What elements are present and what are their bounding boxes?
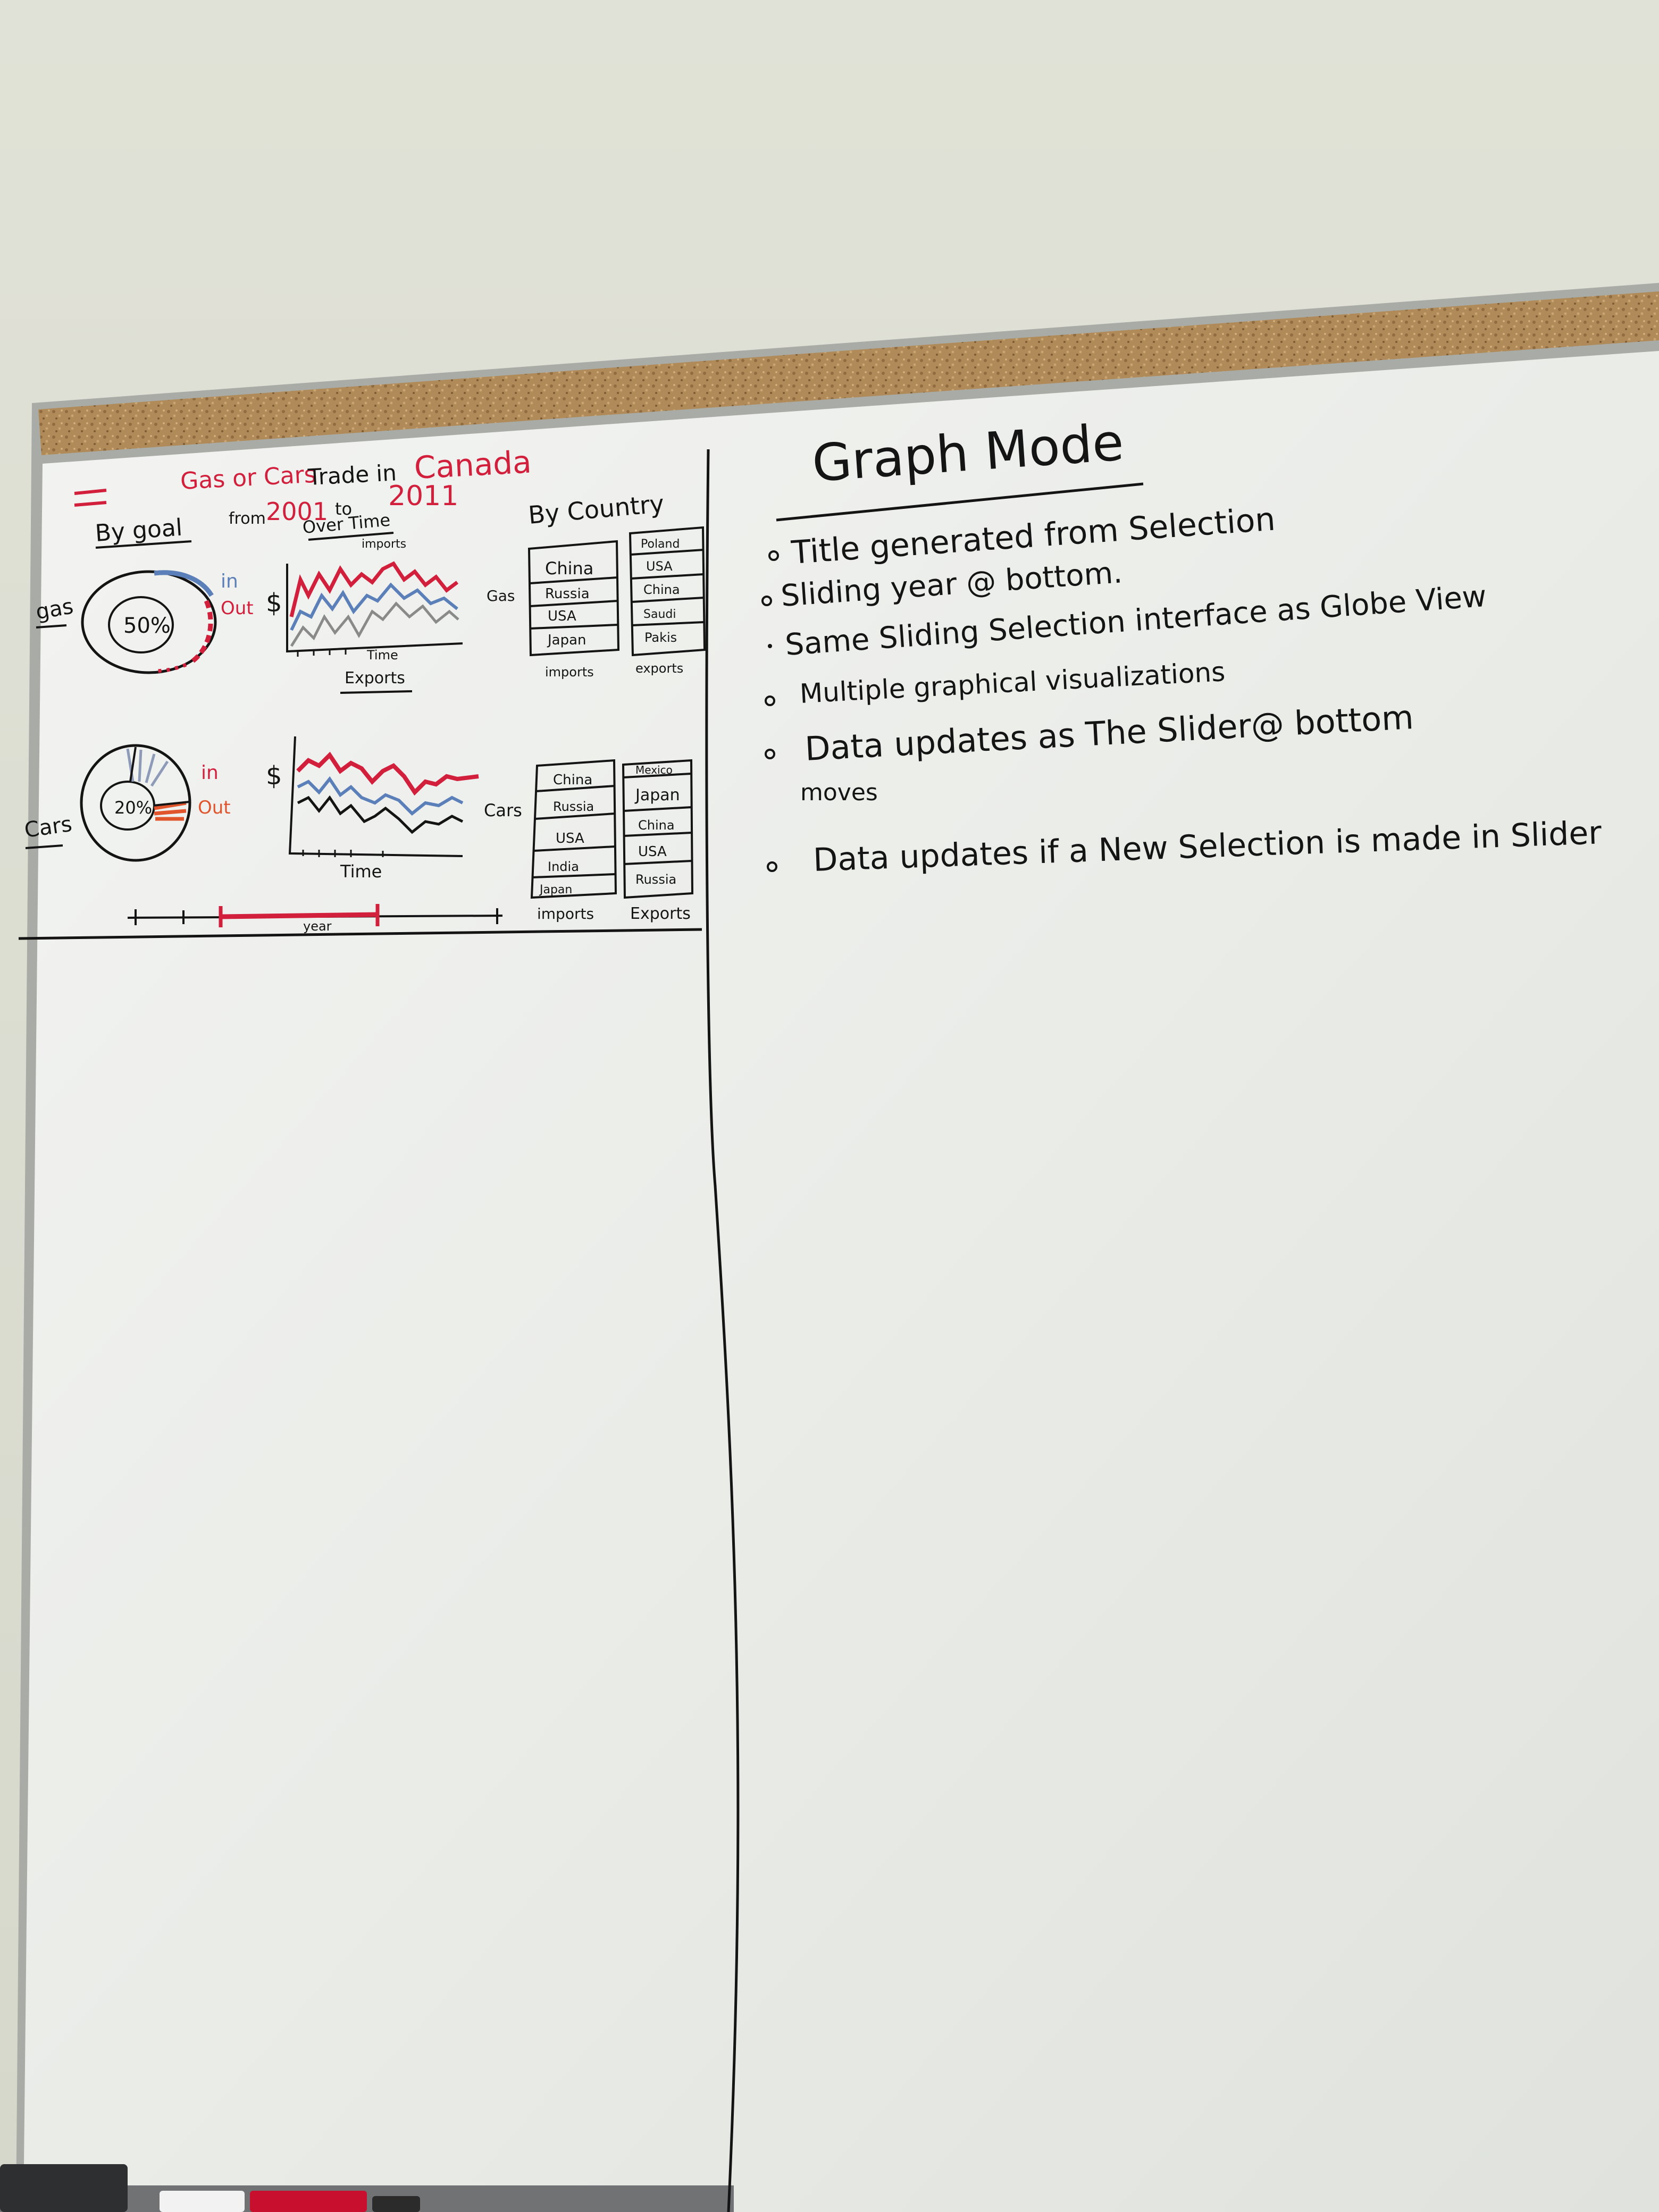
gas-legend-in: in <box>221 571 238 592</box>
note-item-continuation: moves <box>800 779 878 806</box>
gas-time-series-chart <box>286 561 463 657</box>
gas-imports-list <box>527 540 620 657</box>
gas-donut-chart <box>81 570 217 674</box>
range-from-label: from <box>229 509 266 528</box>
cork-strip <box>38 291 1659 455</box>
exports-caption: Exports <box>345 669 405 688</box>
eraser <box>0 2164 128 2212</box>
cars-donut-value: 20% <box>114 798 152 818</box>
gas-export-country: USA <box>646 559 673 574</box>
markers <box>160 2191 420 2212</box>
cars-time-axis-label: Time <box>340 861 382 882</box>
gas-export-country: Poland <box>641 538 680 551</box>
cars-imports-list <box>530 759 617 899</box>
gas-import-country: Russia <box>545 586 590 602</box>
gas-import-country: Japan <box>547 632 586 648</box>
cars-import-country: India <box>548 859 579 874</box>
cars-import-country: USA <box>556 831 584 847</box>
gas-side-label: Gas <box>487 587 515 605</box>
cars-import-country: Russia <box>553 799 594 814</box>
cars-imports-caption: imports <box>537 905 594 923</box>
vertical-divider <box>705 449 740 2212</box>
by-goal-heading: By goal <box>94 514 183 547</box>
gas-exports-list <box>629 526 706 657</box>
cars-legend-out: Out <box>198 797 231 818</box>
cars-import-country: Japan <box>539 883 572 896</box>
cars-export-country: Japan <box>634 786 680 805</box>
cars-export-country: USA <box>638 844 667 860</box>
gas-import-country: USA <box>548 608 576 624</box>
gas-time-axis-label: Time <box>366 648 398 663</box>
gas-export-country: Saudi <box>643 608 676 621</box>
cars-export-country: Russia <box>635 872 676 887</box>
cars-export-country: Mexico <box>635 764 673 776</box>
sketch-title-part-3: Canada <box>413 444 532 486</box>
cars-currency-symbol: $ <box>266 761 282 791</box>
cars-exports-caption: Exports <box>630 904 691 923</box>
cars-time-series-chart <box>288 736 479 857</box>
gas-export-country: China <box>643 582 680 597</box>
gas-currency-symbol: $ <box>266 588 282 618</box>
horizontal-divider <box>18 928 702 940</box>
gas-donut-value: 50% <box>123 614 171 638</box>
year-slider-label: year <box>303 919 332 934</box>
cars-export-country: China <box>638 818 675 833</box>
imports-over-time-label: imports <box>362 538 406 551</box>
cars-donut-chart <box>80 744 191 862</box>
cars-exports-list <box>622 759 694 899</box>
gas-export-country: Pakis <box>644 630 677 645</box>
whiteboard-surface <box>23 351 1659 2212</box>
gas-exports-caption: exports <box>635 661 683 676</box>
sketch-title-part-2: Trade in <box>307 459 397 490</box>
cars-import-country: China <box>553 772 592 788</box>
sketch-panel: Gas or Cars Trade in Canada from 2001 to… <box>23 444 706 934</box>
range-to-label: to <box>335 499 352 519</box>
range-end-year: 2011 <box>388 480 458 512</box>
gas-legend-out: Out <box>221 598 254 619</box>
cars-side-label: Cars <box>484 800 522 820</box>
range-start-year: 2001 <box>266 497 328 526</box>
cars-legend-in: in <box>201 762 219 784</box>
year-slider-sketch <box>127 904 503 927</box>
gas-imports-caption: imports <box>545 665 594 680</box>
gas-import-country: China <box>545 558 593 579</box>
